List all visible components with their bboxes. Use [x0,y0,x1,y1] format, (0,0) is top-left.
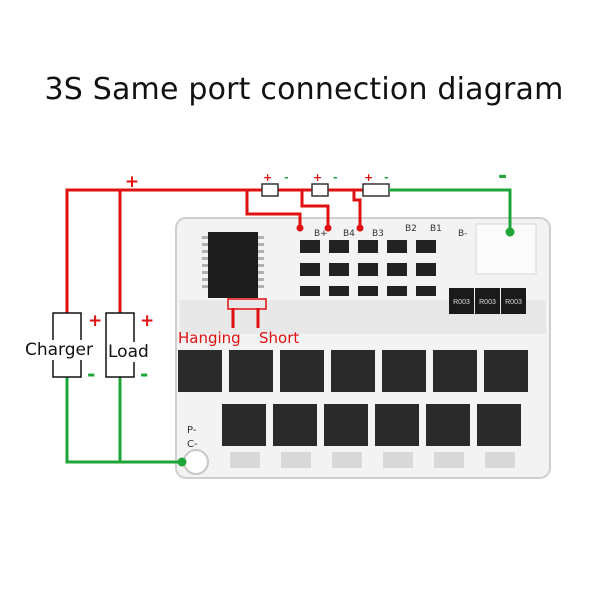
short-label: Short [259,329,300,347]
negative-wiring [65,188,512,464]
label-c-minus: C- [187,439,198,450]
label-b1: B1 [430,224,442,234]
resistor1-plus-sign: + [263,171,272,184]
resistor1-minus-sign: - [284,171,289,184]
resistor3-minus-sign: - [384,171,389,184]
resistor-mark: R003 [453,299,470,306]
mosfet-row-bottom [222,404,521,446]
mounting-hole [183,449,209,475]
shunt-resistors: R003 R003 R003 [449,288,526,314]
main-plus-sign: + [125,172,139,192]
resistor-mark: R003 [505,299,522,306]
label-b-minus: B- [458,229,467,239]
mosfet-row-top [178,350,528,392]
label-b2: B2 [405,224,417,234]
b-minus-contact [505,227,515,237]
ic-chip [202,232,264,298]
load-minus-sign: - [140,362,148,386]
charger-label: Charger [24,340,94,360]
label-b-plus: B+ [314,229,328,239]
resistor-mark: R003 [479,299,496,306]
load-plus-sign: + [140,311,154,331]
hanging-short-pads [227,298,267,310]
label-p-minus: P- [187,425,197,436]
positive-wiring [65,188,363,328]
resistor2-minus-sign: - [333,171,338,184]
charger-minus-sign: - [87,362,95,386]
balance-chips [300,240,436,296]
resistor2-plus-sign: + [313,171,322,184]
negative-bus-minus-sign: - [498,164,507,189]
label-b4: B4 [343,229,355,239]
series-resistors [261,183,390,197]
charger-plus-sign: + [88,311,102,331]
diagram-title: 3S Same port connection diagram [44,72,564,107]
load-label: Load [107,342,150,362]
mosfet-tabs [230,452,515,468]
balance-pad-markers [296,224,364,232]
resistor3-plus-sign: + [364,171,373,184]
board-labels: B+ B4 B3 B2 B1 B- P- C- [187,224,467,450]
label-b3: B3 [372,229,384,239]
polarity-marks: + + + - - - + - + - + - [87,164,507,386]
p-minus-contact [177,457,187,467]
hanging-label: Hanging [178,329,241,347]
bms-board: R003 R003 R003 [175,217,551,479]
